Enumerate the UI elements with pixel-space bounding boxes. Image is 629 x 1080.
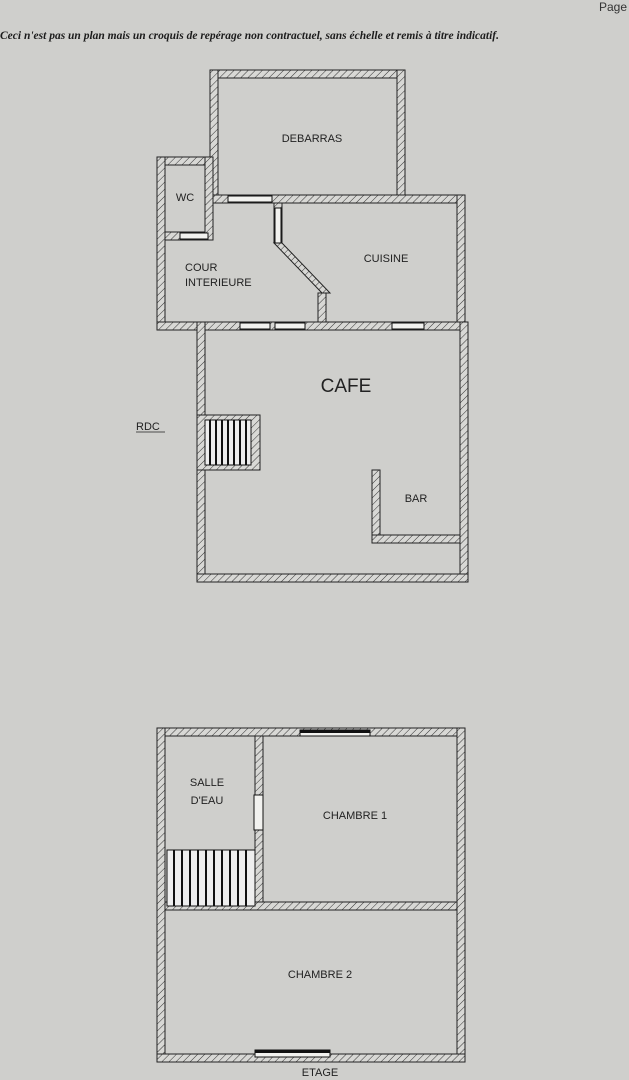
window-cour-2 <box>274 322 306 330</box>
room-salle-line1: SALLE <box>190 777 224 789</box>
room-chambre2: CHAMBRE 2 <box>288 969 352 981</box>
window-cour-1 <box>239 322 271 330</box>
stairs-rdc-icon <box>196 414 261 471</box>
disclaimer-text: Ceci n'est pas un plan mais un croquis d… <box>0 30 499 42</box>
room-chambre1: CHAMBRE 1 <box>323 810 387 822</box>
door-salle <box>253 794 264 831</box>
room-cour-line1: COUR <box>185 262 217 274</box>
door-wc <box>179 232 209 240</box>
room-bar: BAR <box>405 493 428 505</box>
room-wc: WC <box>176 192 194 204</box>
level-label-rdc: RDC <box>136 421 160 433</box>
door-cuisine-cafe <box>391 322 425 330</box>
room-salle-line2: D'EAU <box>191 795 224 807</box>
room-cuisine: CUISINE <box>364 253 409 265</box>
stairs-etage-icon <box>166 849 256 907</box>
page-number: Page <box>598 0 627 14</box>
room-cafe: CAFE <box>321 376 372 397</box>
room-cour-line2: INTERIEURE <box>185 277 252 289</box>
door-debarras <box>227 195 273 203</box>
room-debarras: DEBARRAS <box>282 133 343 145</box>
door-cuisine <box>274 207 282 244</box>
level-label-etage: ETAGE <box>302 1067 338 1079</box>
